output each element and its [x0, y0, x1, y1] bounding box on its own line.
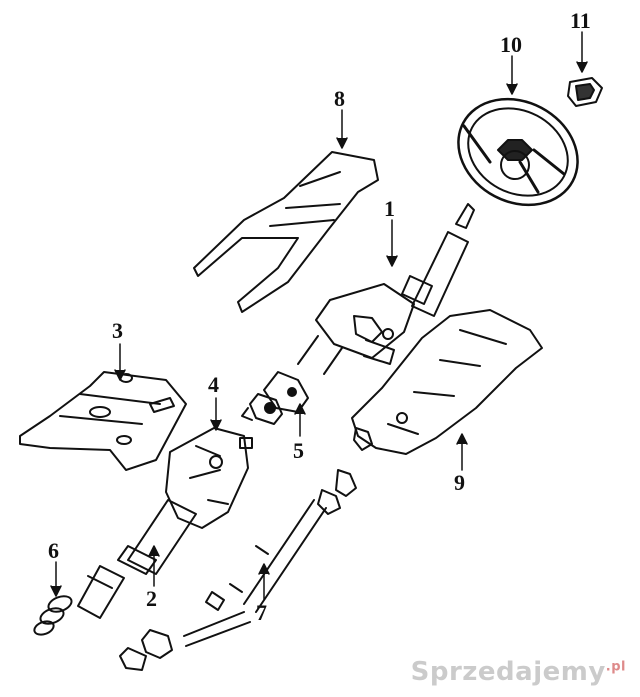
callout-7: 7 [256, 600, 267, 625]
callout-11: 11 [570, 8, 591, 33]
callout-9: 9 [454, 470, 465, 495]
callout-3: 3 [112, 318, 123, 343]
callout-leaders [50, 31, 588, 601]
horn-pad [567, 77, 603, 107]
callout-4: 4 [208, 372, 219, 397]
lower-shroud [351, 309, 543, 455]
lower-column [77, 427, 253, 619]
callout-8: 8 [334, 86, 345, 111]
watermark-text: Sprzedajemy [410, 657, 606, 687]
callout-2: 2 [146, 586, 157, 611]
callout-6: 6 [48, 538, 59, 563]
universal-joint [241, 371, 309, 425]
callout-5: 5 [293, 438, 304, 463]
callout-1: 1 [384, 196, 395, 221]
upper-shroud [193, 151, 379, 313]
upper-column [297, 203, 475, 375]
spring-bearing [33, 595, 73, 636]
intermediate-shaft [119, 469, 357, 671]
callout-10: 10 [500, 32, 522, 57]
mounting-bracket [19, 371, 187, 471]
watermark-suffix: .pl [605, 659, 626, 675]
steering-wheel [457, 97, 579, 207]
watermark: Sprzedajemy.pl [411, 657, 626, 687]
